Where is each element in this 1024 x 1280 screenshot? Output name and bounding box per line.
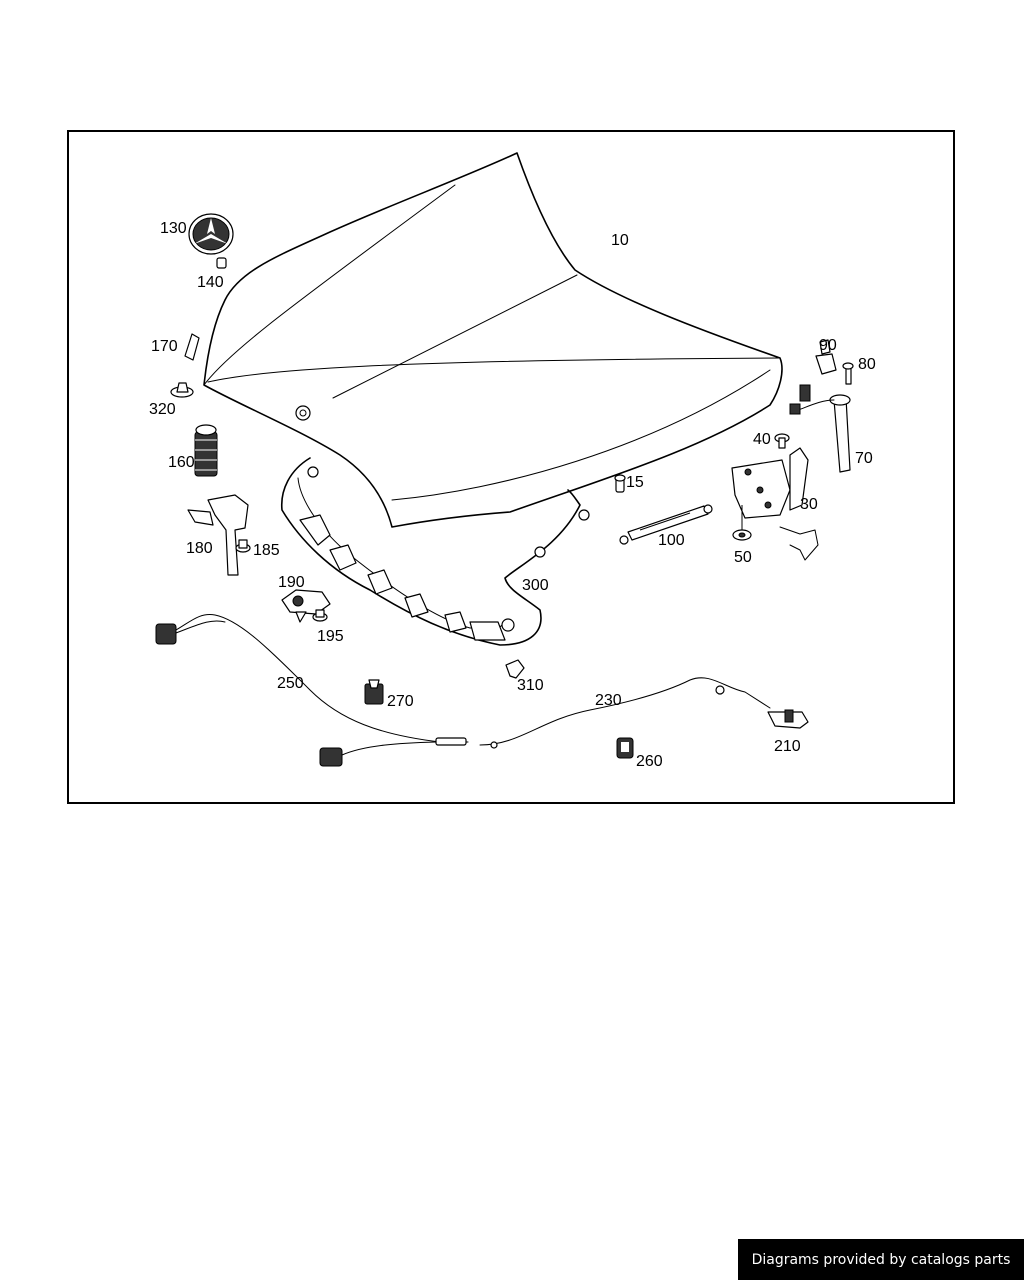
label-40: 40 — [753, 431, 771, 448]
part-90-clip — [815, 339, 837, 375]
label-300: 300 — [522, 577, 549, 594]
footer-credit-banner: Diagrams provided by catalogs parts — [738, 1239, 1024, 1280]
label-230: 230 — [595, 692, 622, 709]
part-195-nut — [312, 609, 328, 622]
part-310-clip — [505, 659, 525, 679]
label-140: 140 — [197, 274, 224, 291]
label-170: 170 — [151, 338, 178, 355]
part-80-screw — [842, 362, 854, 385]
label-250: 250 — [277, 675, 304, 692]
label-90: 90 — [819, 337, 837, 354]
part-160-buffer — [194, 424, 218, 477]
label-260: 260 — [636, 753, 663, 770]
part-260-clip — [616, 737, 634, 759]
label-320: 320 — [149, 401, 176, 418]
label-210: 210 — [774, 738, 801, 755]
part-140-clip — [216, 257, 227, 269]
label-15: 15 — [626, 474, 644, 491]
part-210-handle — [767, 709, 809, 729]
label-185: 185 — [253, 542, 280, 559]
part-320-washer — [170, 382, 194, 398]
part-300-seal — [280, 457, 590, 646]
part-185-nut — [235, 539, 251, 553]
label-10: 10 — [611, 232, 629, 249]
label-50: 50 — [734, 549, 752, 566]
part-70-sensor — [789, 384, 851, 473]
part-100-gas-strut — [619, 504, 713, 545]
label-80: 80 — [858, 356, 876, 373]
label-160: 160 — [168, 454, 195, 471]
part-270-clip — [364, 679, 384, 705]
part-190-latch-plate — [281, 589, 331, 623]
label-195: 195 — [317, 628, 344, 645]
part-40-bolt — [774, 433, 790, 449]
part-15-bolt — [614, 474, 626, 493]
part-170-bracket — [184, 333, 200, 361]
part-50-washer — [732, 505, 752, 541]
label-310: 310 — [517, 677, 544, 694]
footer-credit-text: Diagrams provided by catalogs parts — [751, 1251, 1011, 1268]
label-130: 130 — [160, 220, 187, 237]
label-30: 30 — [800, 496, 818, 513]
label-70: 70 — [855, 450, 873, 467]
part-10-hood — [203, 152, 783, 528]
part-230-cable — [479, 677, 771, 749]
label-190: 190 — [278, 574, 305, 591]
label-180: 180 — [186, 540, 213, 557]
part-250-cable — [155, 613, 469, 767]
part-30-hinge — [731, 447, 819, 561]
label-270: 270 — [387, 693, 414, 710]
label-100: 100 — [658, 532, 685, 549]
part-180-bracket — [187, 494, 249, 576]
part-130-emblem — [188, 213, 234, 255]
